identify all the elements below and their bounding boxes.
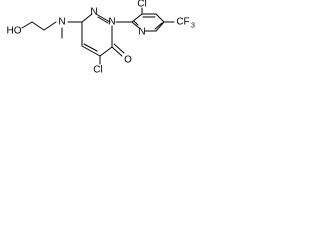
bond-n1-n2-double (97, 16, 109, 24)
atom-label-cl-4: Cl (93, 65, 102, 76)
atom-label-ho: HO (7, 26, 22, 37)
bond-pyr-c4-c5 (155, 13, 165, 23)
atom-label-o-carbonyl: O (124, 55, 132, 66)
bond-pyr-n-c2 (131, 21, 140, 29)
atom-label-n2: N (108, 17, 115, 28)
bond-c3-o (111, 46, 123, 57)
bond-c3-c4 (99, 46, 113, 57)
chemical-structure: N N O Cl N HO N Cl CF 3 (7, 0, 196, 76)
bond-c3-o-double (113, 43, 125, 54)
bond-pyr-c5-c6-double (154, 22, 163, 30)
amine-substituent-bonds (21, 21, 83, 39)
bond-c6-n1 (81, 13, 93, 23)
bond-pyr-n-c2-double (133, 20, 139, 26)
pyridine-ring-bonds (131, 13, 165, 32)
bond-n1-n2 (95, 13, 111, 23)
atom-label-n-amine: N (58, 17, 65, 28)
bond-namine-ch2 (43, 21, 57, 31)
atom-label-cf3: CF (176, 17, 189, 28)
atom-label-n1: N (90, 7, 97, 18)
pyridazinone-ring-bonds (81, 13, 113, 57)
atom-label-cl-3pyr: Cl (137, 0, 146, 10)
bond-pyr-c2-c3 (131, 13, 143, 23)
carbonyl-bonds (111, 43, 125, 57)
bond-c4-c5-double (83, 43, 98, 52)
bond-pyr-c5-c6 (155, 21, 165, 32)
bond-ch2-oh (21, 21, 33, 29)
bond-ch2-ch2 (31, 21, 45, 31)
bond-c4-c5 (81, 45, 101, 57)
atom-label-n-pyridine: N (138, 27, 145, 38)
atom-label-cf3-subscript: 3 (191, 23, 195, 30)
